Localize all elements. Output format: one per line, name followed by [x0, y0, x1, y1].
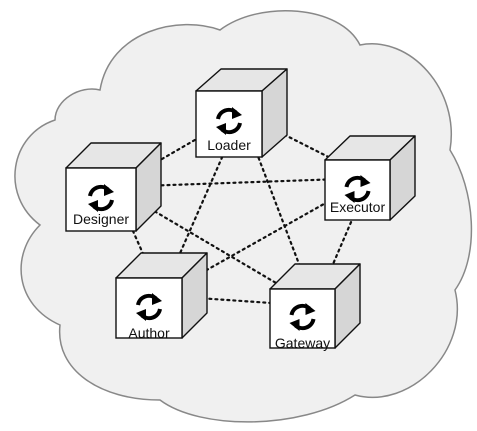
node-gateway[interactable]: Gateway [269, 263, 361, 351]
node-label: Loader [207, 137, 251, 153]
cube-front-face [324, 159, 391, 221]
cube-front-face [195, 90, 263, 158]
node-label: Designer [73, 211, 129, 227]
node-label: Executor [330, 199, 386, 215]
cube-front-face [65, 167, 137, 232]
node-author[interactable]: Author [115, 252, 208, 341]
cube-front-face [115, 277, 183, 339]
node-designer[interactable]: Designer [65, 142, 162, 232]
connector-loader-gateway [240, 111, 317, 308]
node-label: Gateway [275, 335, 330, 351]
node-loader[interactable]: Loader [195, 68, 288, 158]
cube-front-face [269, 288, 336, 349]
node-executor[interactable]: Executor [324, 135, 416, 221]
node-label: Author [128, 325, 170, 341]
